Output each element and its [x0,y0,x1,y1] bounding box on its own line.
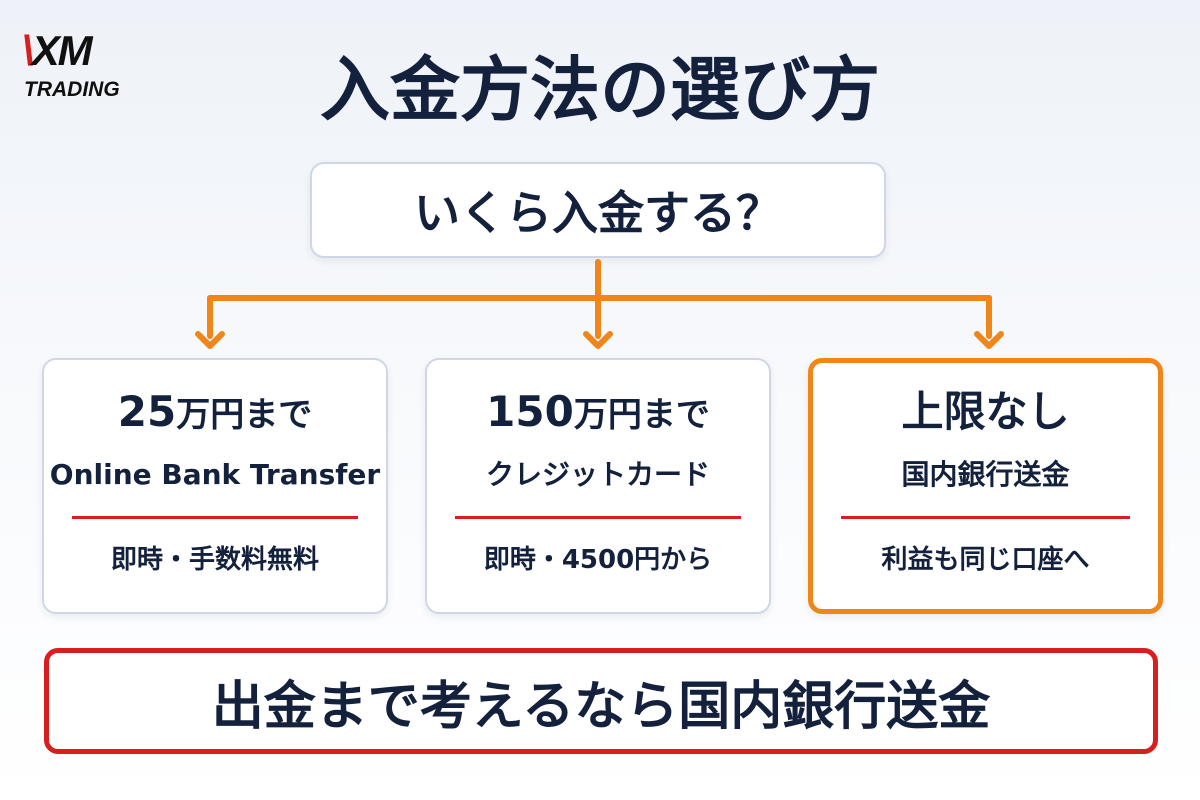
conclusion-text: 出金まで考えるなら国内銀行送金 [211,676,991,737]
question-text: いくら入金する？ [414,186,782,240]
logo-subtitle: TRADING [24,78,120,101]
logo-mark-text: XM [31,27,93,74]
limit-value: 上限なし [901,387,1070,436]
option-card-online-bank-transfer: 25万円まで Online Bank Transfer 即時・手数料無料 [42,358,388,614]
option-card-credit-card: 150万円まで クレジットカード 即時・4500円から [425,358,771,614]
card-divider [72,516,358,519]
card-method: 国内銀行送金 [901,458,1070,491]
logo-mark: \XM [22,27,93,74]
logo-slash: \ [22,27,34,74]
card-limit: 25万円まで [44,390,386,437]
arrowhead-center-icon [583,331,613,349]
limit-suffix: 万円まで [176,395,313,435]
option-card-domestic-bank-transfer: 上限なし 国内銀行送金 利益も同じ口座へ [808,358,1163,614]
limit-suffix: 万円まで [573,395,710,435]
limit-value: 25 [117,387,177,436]
page-title: 入金方法の選び方 [320,49,880,131]
arrowhead-left-icon [195,331,225,349]
card-note: 即時・4500円から [483,545,713,575]
card-note: 利益も同じ口座へ [881,545,1090,575]
xm-trading-logo: \XM TRADING [22,30,132,110]
arrowhead-right-icon [974,331,1004,349]
limit-value: 150 [486,387,574,436]
card-method: Online Bank Transfer [49,458,381,491]
card-divider [841,516,1130,519]
card-method: クレジットカード [485,458,710,491]
card-note: 即時・手数料無料 [110,545,319,575]
question-box: いくら入金する？ [310,162,886,258]
card-limit: 上限なし [813,390,1158,437]
card-divider [455,516,741,519]
card-limit: 150万円まで [427,390,769,437]
conclusion-box: 出金まで考えるなら国内銀行送金 [44,648,1158,754]
